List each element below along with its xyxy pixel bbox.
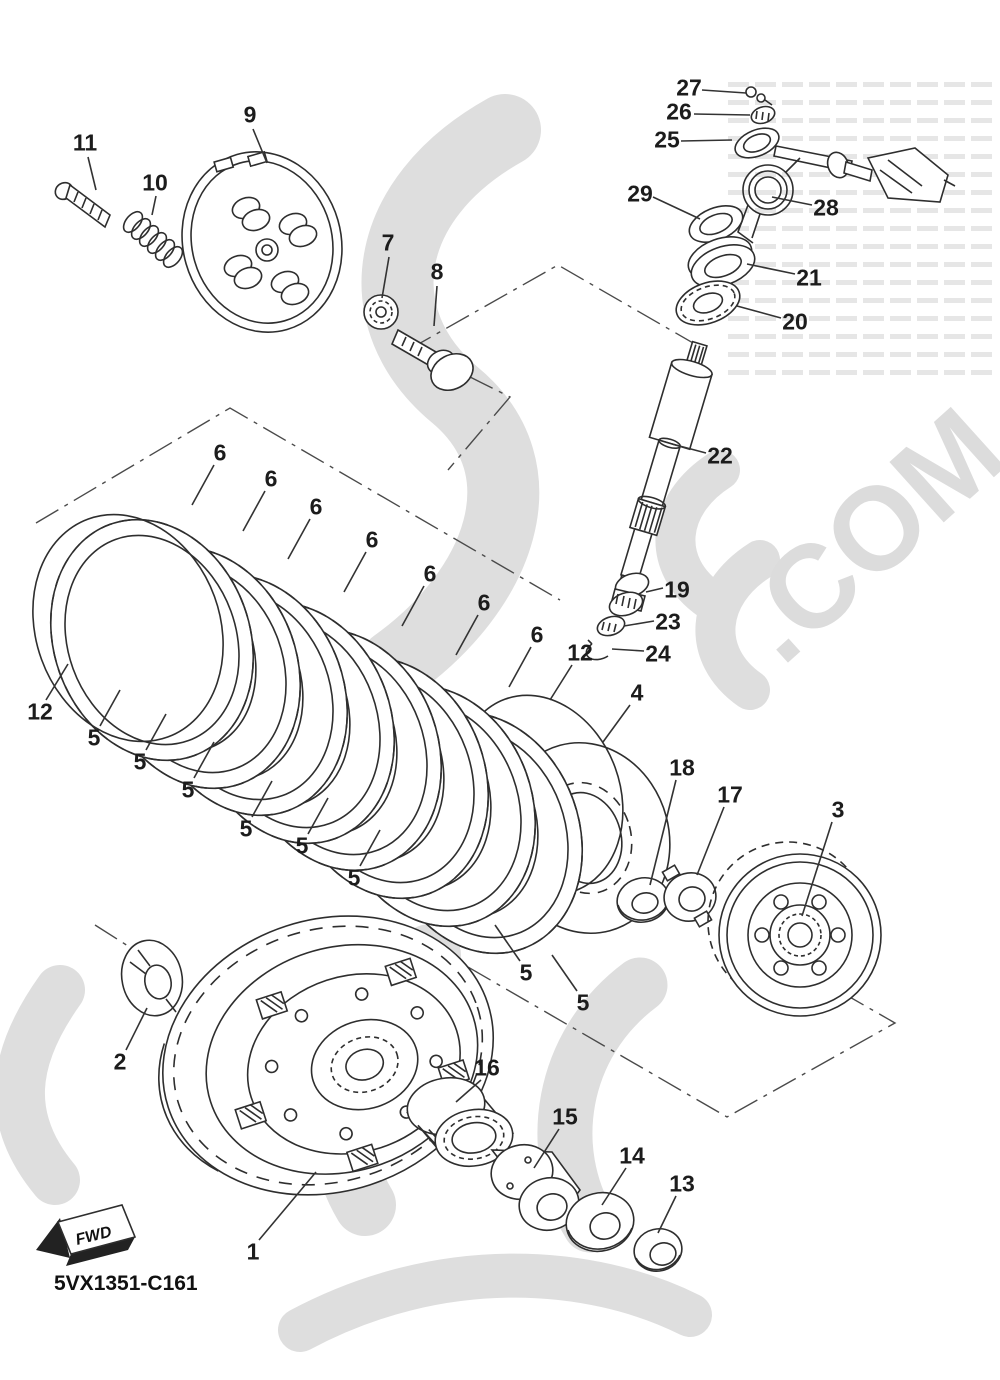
part-label-3[interactable]: 3 (831, 796, 845, 823)
part-label-2[interactable]: 2 (113, 1048, 127, 1075)
part-14-washer (565, 1191, 635, 1253)
part-label-29[interactable]: 29 (627, 180, 653, 207)
part-label-8[interactable]: 8 (430, 258, 444, 285)
part-label-25[interactable]: 25 (654, 126, 680, 153)
part-label-12[interactable]: 12 (567, 639, 593, 666)
diagram-code: 5VX1351-C161 (54, 1272, 198, 1295)
part-17-lock-washer (661, 864, 717, 928)
part-label-5[interactable]: 5 (295, 832, 309, 859)
part-label-5[interactable]: 5 (133, 748, 147, 775)
part-27-screw (745, 86, 773, 106)
clutch-plate-stack (32, 513, 584, 955)
part-label-19[interactable]: 19 (664, 576, 690, 603)
part-label-5[interactable]: 5 (576, 989, 590, 1016)
part-23-washer (596, 615, 626, 637)
part-label-17[interactable]: 17 (717, 781, 743, 808)
part-7-washer (363, 294, 399, 330)
part-label-26[interactable]: 26 (666, 98, 692, 125)
part-28-spring (737, 157, 801, 244)
part-8-push-rod (390, 328, 474, 392)
part-10-spring (122, 210, 184, 269)
part-label-1[interactable]: 1 (246, 1238, 260, 1265)
part-16-needle-bearing (406, 1076, 515, 1168)
part-label-5[interactable]: 5 (239, 815, 253, 842)
leader-lines (45, 89, 833, 1241)
part-label-20[interactable]: 20 (782, 308, 808, 335)
part-label-6[interactable]: 6 (423, 560, 437, 587)
part-label-5[interactable]: 5 (181, 776, 195, 803)
part-label-13[interactable]: 13 (669, 1170, 695, 1197)
part-11-bolt (54, 181, 111, 229)
part-20-gear (675, 280, 741, 326)
part-label-6[interactable]: 6 (309, 493, 323, 520)
part-label-6[interactable]: 6 (365, 526, 379, 553)
part-19-bearing (608, 572, 650, 617)
part-label-21[interactable]: 21 (796, 264, 822, 291)
fwd-arrow-icon: FWD (36, 1204, 137, 1266)
part-label-15[interactable]: 15 (552, 1103, 578, 1130)
part-label-6[interactable]: 6 (264, 465, 278, 492)
part-2-washer (120, 939, 184, 1017)
watermark-com-text: .COM (711, 383, 1000, 687)
part-15-spacer (490, 1143, 581, 1232)
part-label-24[interactable]: 24 (645, 640, 671, 667)
part-label-4[interactable]: 4 (630, 679, 644, 706)
part-13-ring (633, 1228, 683, 1272)
part-26-nut (750, 105, 776, 125)
part-label-18[interactable]: 18 (669, 754, 695, 781)
part-label-16[interactable]: 16 (474, 1054, 500, 1081)
part-label-5[interactable]: 5 (519, 959, 533, 986)
part-label-12[interactable]: 12 (27, 698, 53, 725)
part-label-23[interactable]: 23 (655, 608, 681, 635)
part-label-10[interactable]: 10 (142, 169, 168, 196)
part-label-14[interactable]: 14 (619, 1142, 645, 1169)
part-label-6[interactable]: 6 (530, 621, 544, 648)
part-25-push-lever (734, 127, 956, 203)
part-3-driven-gear (707, 841, 882, 1017)
part-9-pressure-plate (181, 150, 343, 333)
part-label-9[interactable]: 9 (243, 101, 257, 128)
part-label-5[interactable]: 5 (347, 864, 361, 891)
part-label-6[interactable]: 6 (477, 589, 491, 616)
part-label-11[interactable]: 11 (72, 129, 98, 156)
part-label-6[interactable]: 6 (213, 439, 227, 466)
part-24-circlip (585, 639, 609, 661)
part-label-22[interactable]: 22 (707, 442, 733, 469)
part-label-28[interactable]: 28 (813, 194, 839, 221)
part-label-7[interactable]: 7 (381, 229, 395, 256)
part-label-27[interactable]: 27 (676, 74, 702, 101)
part-label-5[interactable]: 5 (87, 724, 101, 751)
part-12-wire-ring-left (32, 513, 224, 743)
part-21-bearing (687, 236, 756, 288)
